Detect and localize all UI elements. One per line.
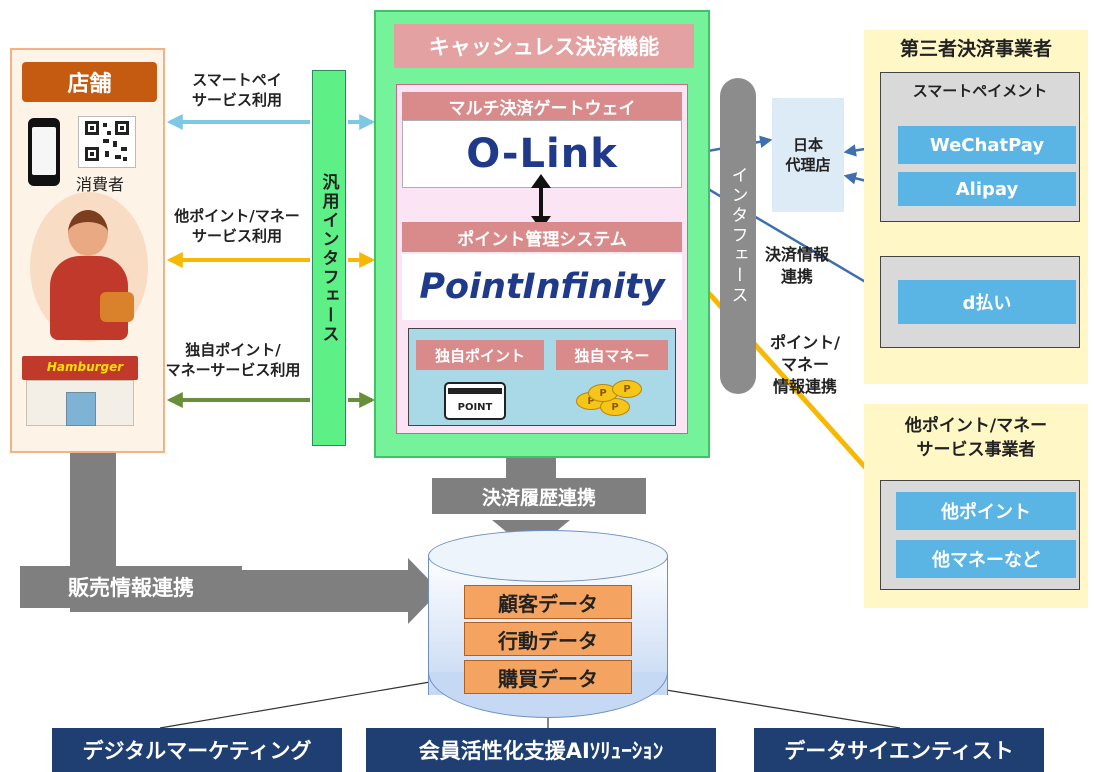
generic-interface-label: 汎用インタフェース — [318, 172, 339, 344]
purchase-data-row: 購買データ — [464, 660, 632, 694]
other-point-flow-label: 他ポイント/マネー サービス利用 — [174, 207, 300, 245]
shop-illustration — [22, 356, 138, 380]
own-money-label: 独自マネー — [556, 340, 668, 370]
japan-agent-box: 日本 代理店 — [772, 98, 844, 212]
point-card-text: POINT — [457, 401, 493, 413]
consumer-head — [68, 210, 108, 256]
cashless-title: キャッシュレス決済機能 — [394, 24, 694, 68]
pointinfinity-logo: PointInfinity — [402, 254, 682, 320]
wechatpay-button: WeChatPay — [898, 126, 1076, 164]
db-line-left — [159, 681, 431, 729]
point-system-header: ポイント管理システム — [402, 222, 682, 252]
own-point-flow-label: 独自ポイント/ マネーサービス利用 — [165, 341, 301, 379]
point-money-info-label: ポイント/ マネー 情報連携 — [770, 333, 840, 396]
other-point-button: 他ポイント — [896, 492, 1076, 530]
smartphone-screen — [32, 127, 56, 175]
interface-pill: インタフェース — [720, 78, 756, 394]
sales-arrow-head — [408, 558, 440, 624]
third-party-title: 第三者決済事業者 — [899, 37, 1052, 60]
other-money-button: 他マネーなど — [896, 540, 1076, 578]
smart-pay-flow-label: スマートペイ サービス利用 — [191, 71, 282, 109]
qr-code-icon — [78, 116, 136, 168]
db-line-right — [665, 689, 901, 729]
member-ai-solution-box: 会員活性化支援AIｿﾘｭｰｼｮﾝ — [366, 728, 716, 772]
coin-icon: P — [600, 398, 630, 416]
behavior-data-row: 行動データ — [464, 622, 632, 656]
settlement-info-label: 決済情報 連携 — [764, 245, 829, 286]
interface-pill-label: インタフェース — [727, 166, 748, 306]
consumer-bag — [100, 292, 134, 322]
customer-data-row: 顧客データ — [464, 585, 632, 619]
digital-marketing-box: デジタルマーケティング — [52, 728, 342, 772]
point-card-stripe — [448, 388, 502, 394]
data-scientist-box: データサイエンティスト — [754, 728, 1044, 772]
dpay-button: d払い — [898, 280, 1076, 324]
generic-interface-bar: 汎用インタフェース — [312, 70, 346, 446]
other-providers-title: 他ポイント/マネー サービス事業者 — [904, 416, 1048, 460]
sales-link-label: 販売情報連携 — [20, 566, 242, 608]
database-top — [428, 530, 668, 582]
consumer-label: 消費者 — [75, 175, 124, 194]
shop-sign: Hamburger — [46, 360, 124, 374]
alipay-button: Alipay — [898, 172, 1076, 206]
history-link-label: 決済履歴連携 — [432, 478, 646, 514]
olink-logo: O-Link — [466, 131, 618, 177]
own-point-label: 独自ポイント — [416, 340, 544, 370]
store-title: 店舗 — [22, 62, 157, 102]
coin-icon: P — [612, 380, 642, 398]
gateway-header: マルチ決済ゲートウェイ — [402, 92, 682, 120]
smart-payment-label: スマートペイメント — [912, 81, 1048, 100]
shop-door — [66, 392, 96, 426]
